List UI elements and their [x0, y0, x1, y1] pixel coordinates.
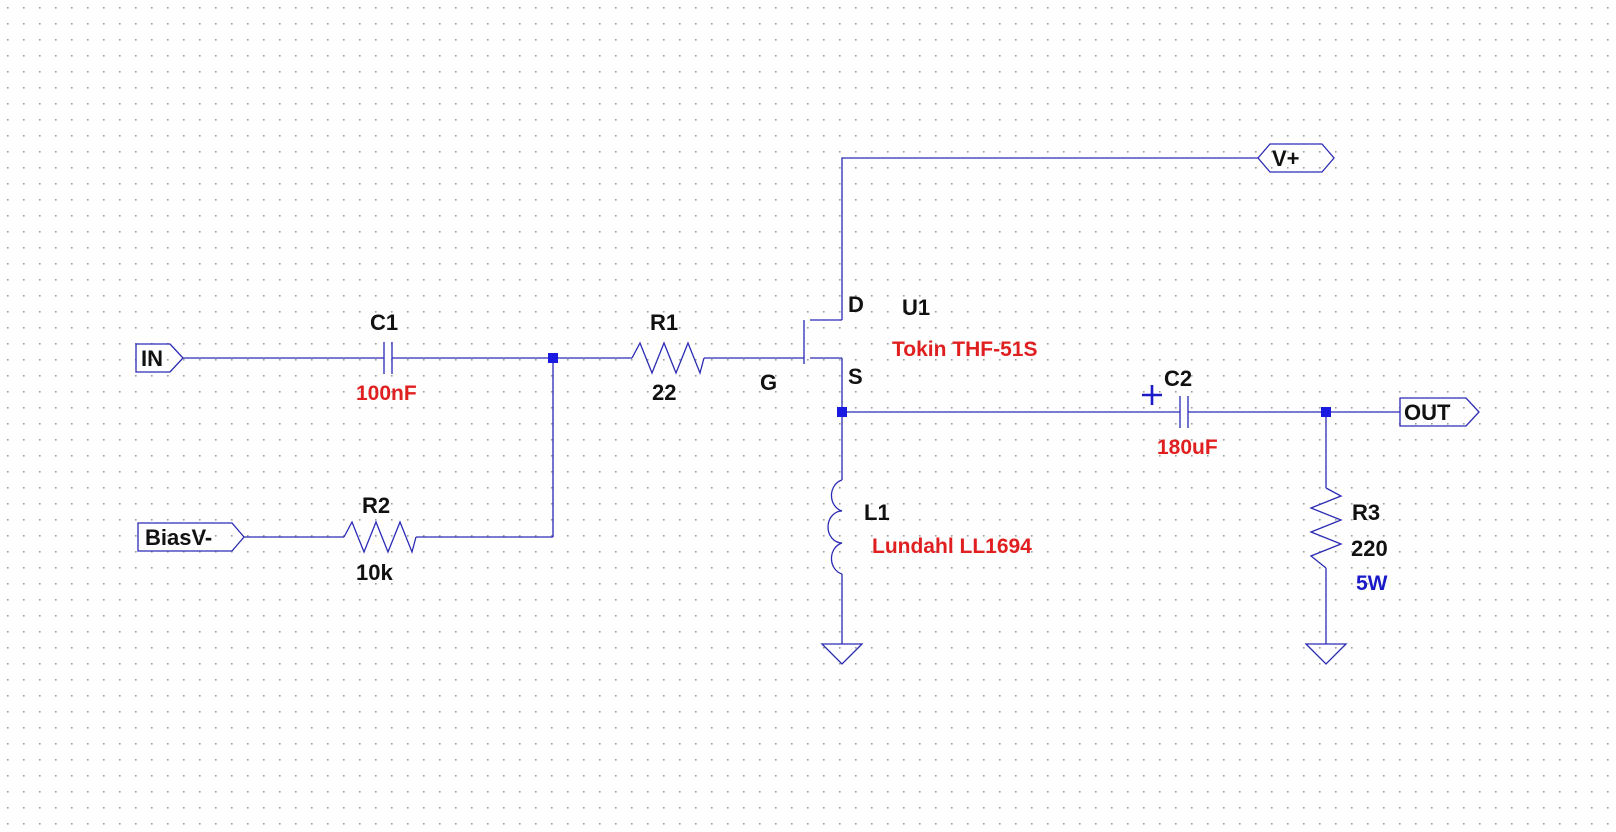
c1-ref: C1 [370, 310, 398, 335]
port-biasv-label: BiasV- [145, 525, 212, 550]
u1-pin-g: G [760, 370, 777, 395]
resistor-r1[interactable]: R1 22 [631, 310, 705, 405]
c2-value: 180uF [1157, 436, 1218, 459]
resistor-r3[interactable]: R3 220 5W [1309, 487, 1388, 595]
port-in-label: IN [141, 346, 163, 371]
capacitor-c1[interactable]: C1 100nF [356, 310, 417, 405]
junction-output-node [1321, 407, 1331, 417]
r3-value: 220 [1351, 536, 1388, 561]
junction-source-node [837, 407, 847, 417]
ground-icon [1304, 643, 1348, 665]
wires [183, 157, 1400, 644]
port-out-label: OUT [1404, 400, 1451, 425]
r3-power: 5W [1356, 572, 1388, 595]
r3-ref: R3 [1352, 500, 1380, 525]
r1-value: 22 [652, 380, 676, 405]
port-out[interactable]: OUT [1399, 397, 1480, 427]
u1-pin-d: D [848, 292, 864, 317]
r1-ref: R1 [650, 310, 678, 335]
plus-icon [1142, 385, 1162, 405]
l1-ref: L1 [864, 500, 890, 525]
r2-value: 10k [356, 560, 393, 585]
port-vplus[interactable]: V+ [1257, 143, 1335, 173]
u1-pin-s: S [848, 364, 863, 389]
u1-ref: U1 [902, 295, 930, 320]
port-biasv[interactable]: BiasV- [137, 522, 245, 552]
transistor-u1[interactable]: D G S U1 Tokin THF-51S [760, 292, 1037, 395]
junction-gate-node [548, 353, 558, 363]
u1-value: Tokin THF-51S [892, 338, 1037, 361]
inductor-l1[interactable]: L1 Lundahl LL1694 [827, 479, 1032, 575]
capacitor-c2[interactable]: C2 180uF [1142, 366, 1218, 459]
r2-ref: R2 [362, 493, 390, 518]
c1-value: 100nF [356, 382, 417, 405]
ground-icon [820, 643, 864, 665]
port-vplus-label: V+ [1272, 146, 1300, 171]
port-in[interactable]: IN [135, 343, 184, 373]
c2-ref: C2 [1164, 366, 1192, 391]
resistor-r2[interactable]: R2 10k [343, 493, 417, 585]
l1-value: Lundahl LL1694 [872, 535, 1032, 558]
